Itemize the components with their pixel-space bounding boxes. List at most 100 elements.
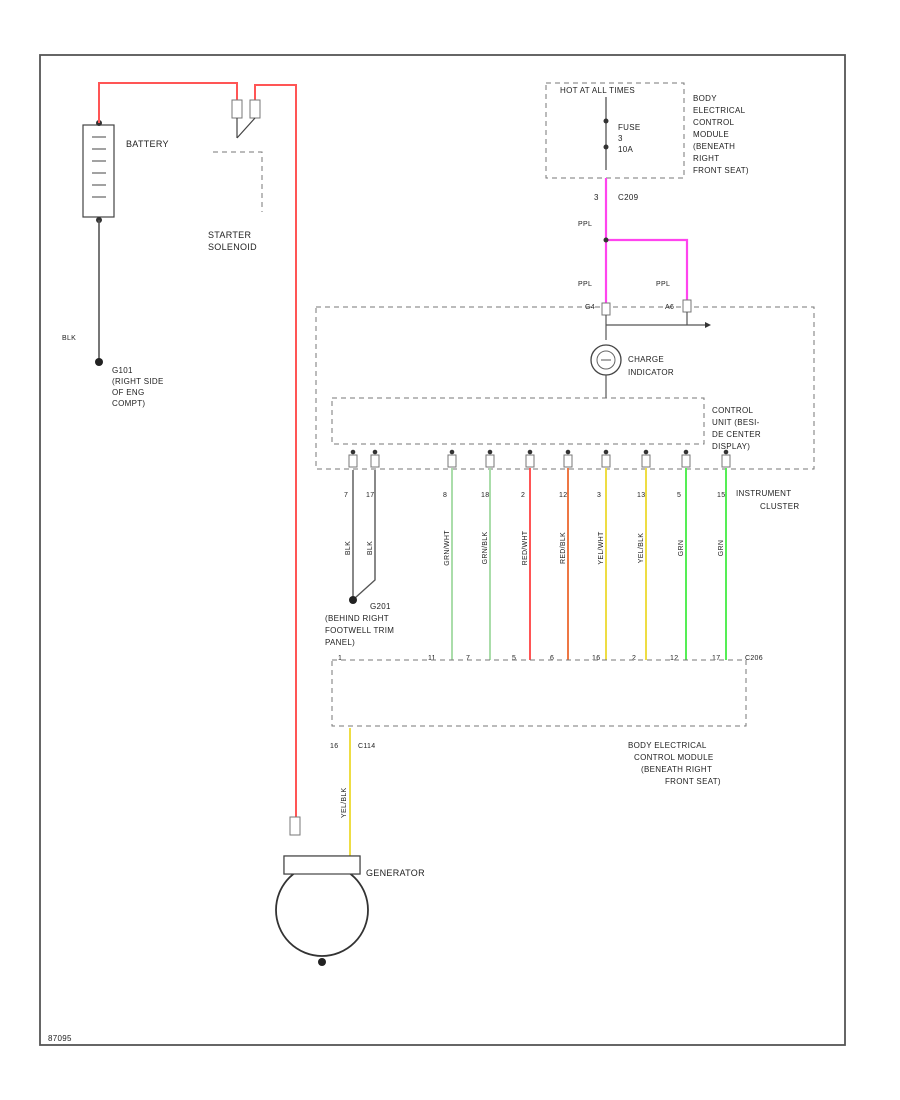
g101-label-1: G101 [112,366,133,375]
cluster-pin-a6: A6 [665,304,674,311]
generator-label: GENERATOR [366,868,425,878]
fuse-box-header: HOT AT ALL TIMES [560,86,635,95]
becm-pin-label-7: 2 [632,655,636,662]
fuse-box-label-7: FRONT SEAT) [693,166,749,175]
wire-junction-10 [723,449,729,455]
wire-code-6: RED/BLK [560,532,567,564]
ppl-wire-label-right: PPL [656,281,670,288]
wire-code-2: BLK [367,541,374,555]
wire-junction-6 [565,449,571,455]
bottom-connector: C206 [745,655,763,662]
becm-pin: 16 [330,743,338,750]
wire-code-1: BLK [345,541,352,555]
wire-code-9: GRN [678,540,685,556]
fuse-box-label-5: (BENEATH [693,142,735,151]
g101-label-4: COMPT) [112,399,145,408]
cluster-pin-label-2: 17 [366,492,374,499]
wire-junction-8 [643,449,649,455]
fuse-box-label-4: MODULE [693,130,729,139]
cluster-wire-columns: 7BLK17BLK8GRN/WHT18GRN/BLK2RED/WHT12RED/… [338,449,731,662]
fuse-box-connector: C209 [618,193,639,202]
battery: BATTERY [82,120,169,223]
cluster-pin-label-10: 15 [717,492,725,499]
wire-code-7: YEL/WHT [598,531,605,565]
g101-label-2: (RIGHT SIDE [112,377,164,386]
becm-connector: C114 [358,743,375,750]
becm-label-4: FRONT SEAT) [665,777,721,786]
cluster-connector-9 [681,454,691,468]
becm-pin-label-2: 11 [428,655,436,662]
charge-indicator-label-2: INDICATOR [628,368,674,377]
becm-label-1: BODY ELECTRICAL [628,741,707,750]
battery-label: BATTERY [126,139,169,149]
cluster-connector-2 [370,454,380,468]
wire-code-3: GRN/WHT [444,530,451,566]
becm-pin-label-4: 5 [512,655,516,662]
cluster-pin-label-7: 3 [597,492,601,499]
starter-label-2: SOLENOID [208,242,257,252]
becm-pin-label-6: 16 [592,655,600,662]
fuse-box-label-3: CONTROL [693,118,734,127]
becm-pin-label-9: 17 [712,655,720,662]
ground-junction-1 [350,449,356,455]
fuse-label-2: 3 [618,134,623,143]
wire-code-5: RED/WHT [522,530,529,565]
starter-solenoid: STARTER SOLENOID [208,99,263,252]
becm-pin-label-1: 1 [338,655,342,662]
wire-junction-7 [603,449,609,455]
fuse-box-label-6: RIGHT [693,154,719,163]
charge-indicator: CHARGE INDICATOR [590,344,674,398]
generator-wire-code: YEL/BLK [341,787,348,818]
becm-label-3: (BENEATH RIGHT [641,765,712,774]
g201-label-4: PANEL) [325,638,355,647]
wire-junction-9 [683,449,689,455]
ground-g201: G201 (BEHIND RIGHT FOOTWELL TRIM PANEL) [325,470,394,647]
fuse-box-label-1: BODY [693,94,717,103]
control-unit-label-2: UNIT (BESI- [712,418,760,427]
wire-code-8: YEL/BLK [638,533,645,564]
g201-label-2: (BEHIND RIGHT [325,614,389,623]
becm-box [331,659,747,727]
cluster-pin-label-4: 18 [481,492,489,499]
ppl-wire-label-top: PPL [578,221,592,228]
cluster-connector-10 [721,454,731,468]
fuse-box-label-2: ELECTRICAL [693,106,746,115]
becm-pin-label-8: 12 [670,655,678,662]
instrument-cluster-box [315,306,815,470]
cluster-connector-3 [447,454,457,468]
cluster-pin-label-5: 2 [521,492,525,499]
instrument-cluster-label-2: CLUSTER [760,502,799,511]
control-unit-label-4: DISPLAY) [712,442,750,451]
generator-field-wire: 16 C114 YEL/BLK [330,728,375,856]
cluster-pin-label-6: 12 [559,492,567,499]
wire-junction-3 [449,449,455,455]
cluster-connector-5 [525,454,535,468]
figure-id: 87095 [48,1034,72,1043]
g101-wire-color: BLK [62,335,76,342]
wire-junction-5 [527,449,533,455]
cluster-pin-label-1: 7 [344,492,348,499]
battery-positive-wire [98,82,238,123]
ground-junction-2 [372,449,378,455]
ground-g101: BLK G101 (RIGHT SIDE OF ENG COMPT) [62,220,164,408]
control-unit-label-3: DE CENTER [712,430,761,439]
fuse-box-pin: 3 [594,193,599,202]
diagram-frame [39,54,846,1046]
wire-code-4: GRN/BLK [482,532,489,565]
g201-label-3: FOOTWELL TRIM [325,626,394,635]
control-unit-box [331,397,705,445]
becm-pin-label-3: 7 [466,655,470,662]
charge-indicator-label-1: CHARGE [628,355,664,364]
cluster-connector-7 [601,454,611,468]
cluster-pin-label-9: 5 [677,492,681,499]
cluster-connector-1 [348,454,358,468]
becm-label-2: CONTROL MODULE [634,753,713,762]
fuse-label-3: 10A [618,145,633,154]
fuse-box: HOT AT ALL TIMES FUSE 3 10A BODY ELECTRI… [545,82,749,179]
starter-label-1: STARTER [208,230,251,240]
cluster-pin-label-8: 13 [637,492,645,499]
main-feed-wire [254,84,297,818]
cluster-connector-6 [563,454,573,468]
generator: GENERATOR [275,816,425,966]
ppl-feed-wire: 3 C209 PPL PPL PPL [578,178,689,312]
